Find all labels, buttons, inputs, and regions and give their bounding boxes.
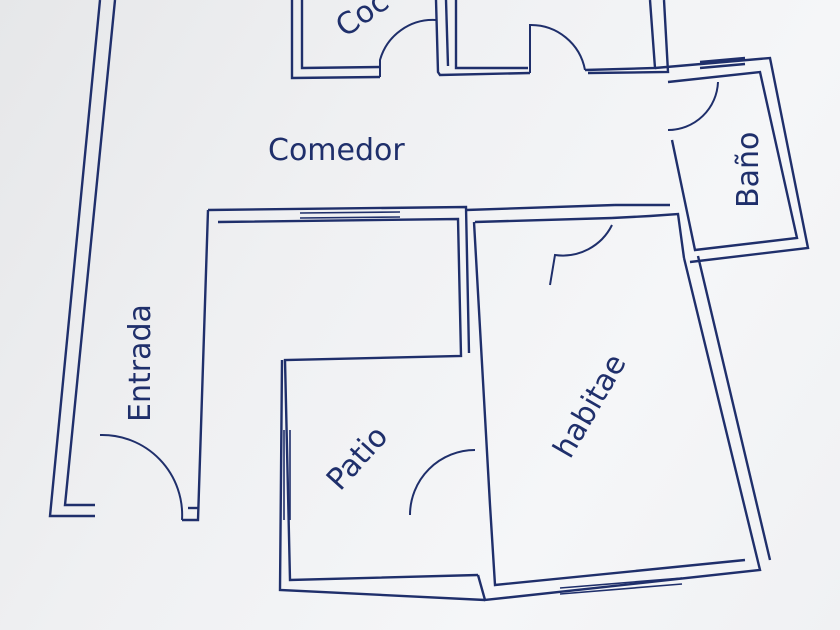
habitacion-window <box>559 577 683 595</box>
bano-walls <box>654 56 810 264</box>
comedor-window <box>299 211 401 219</box>
room-label-bano: Baño <box>731 132 766 208</box>
room-label-cocina: Coc <box>330 0 396 45</box>
room-label-entrada: Entrada <box>123 304 158 422</box>
comedor-walls <box>207 203 686 582</box>
room-label-habitacion: habitae <box>547 348 634 464</box>
entrance-corridor-walls <box>48 0 210 522</box>
top-rooms-walls <box>290 0 670 80</box>
patio-window <box>283 430 291 520</box>
habitacion-door-top <box>549 224 613 286</box>
room-label-patio: Patio <box>320 419 395 497</box>
habitacion-walls <box>278 221 772 602</box>
doors <box>99 18 719 521</box>
entrada-door <box>99 433 184 521</box>
cocina-door <box>379 18 437 77</box>
patio-door <box>409 449 476 516</box>
comedor-top-door <box>529 23 586 73</box>
bano-door <box>667 81 719 132</box>
room-label-comedor: Comedor <box>268 133 405 168</box>
